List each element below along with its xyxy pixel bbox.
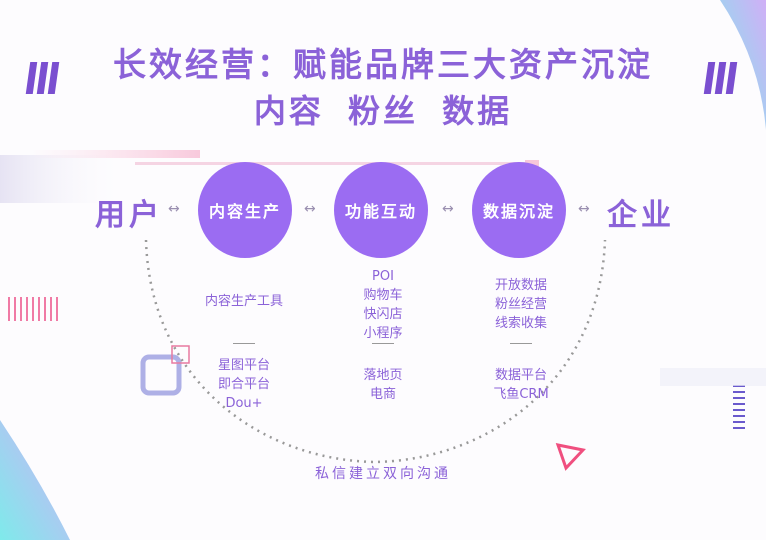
- stage-items: 内容生产工具: [184, 292, 304, 311]
- tool: Dou+: [225, 396, 263, 411]
- divider: [233, 343, 255, 344]
- item: 内容生产工具: [204, 294, 283, 309]
- item: 小程序: [363, 326, 403, 341]
- tool: 飞鱼CRM: [493, 387, 549, 402]
- page-subtitle: 内容 粉丝 数据: [253, 92, 513, 130]
- divider: [510, 343, 532, 344]
- item: 开放数据: [494, 278, 547, 293]
- end-enterprise: 企业: [607, 198, 675, 233]
- bidirectional-arrow-icon: ↔: [168, 201, 180, 217]
- stage-tools: 星图平台 即合平台 Dou+: [184, 356, 304, 413]
- page-title: 长效经营：赋能品牌三大资产沉淀: [113, 45, 653, 84]
- item: 快闪店: [363, 307, 403, 322]
- stage-tools: 落地页 电商: [323, 366, 443, 404]
- bottom-caption: 私信建立双向沟通: [315, 466, 451, 482]
- tool: 落地页: [363, 368, 403, 383]
- stage-circle-content: 内容生产: [198, 162, 292, 258]
- tool: 即合平台: [217, 377, 270, 392]
- bidirectional-arrow-icon: ↔: [304, 201, 316, 217]
- item: POI: [372, 269, 394, 284]
- divider: [372, 343, 394, 344]
- stage-tools: 数据平台 飞鱼CRM: [461, 366, 581, 404]
- tool: 星图平台: [217, 358, 270, 373]
- tool: 数据平台: [494, 368, 547, 383]
- bidirectional-arrow-icon: ↔: [442, 201, 454, 217]
- bidirectional-arrow-icon: ↔: [578, 201, 590, 217]
- stage-circle-interaction: 功能互动: [334, 162, 428, 258]
- end-user: 用户: [95, 198, 163, 233]
- item: 粉丝经营: [494, 297, 547, 312]
- item: 购物车: [363, 288, 403, 303]
- stage-items: POI 购物车 快闪店 小程序: [323, 267, 443, 343]
- tool: 电商: [369, 387, 396, 402]
- stage-items: 开放数据 粉丝经营 线索收集: [461, 276, 581, 333]
- item: 线索收集: [494, 316, 547, 331]
- stage-circle-data: 数据沉淀: [472, 162, 566, 258]
